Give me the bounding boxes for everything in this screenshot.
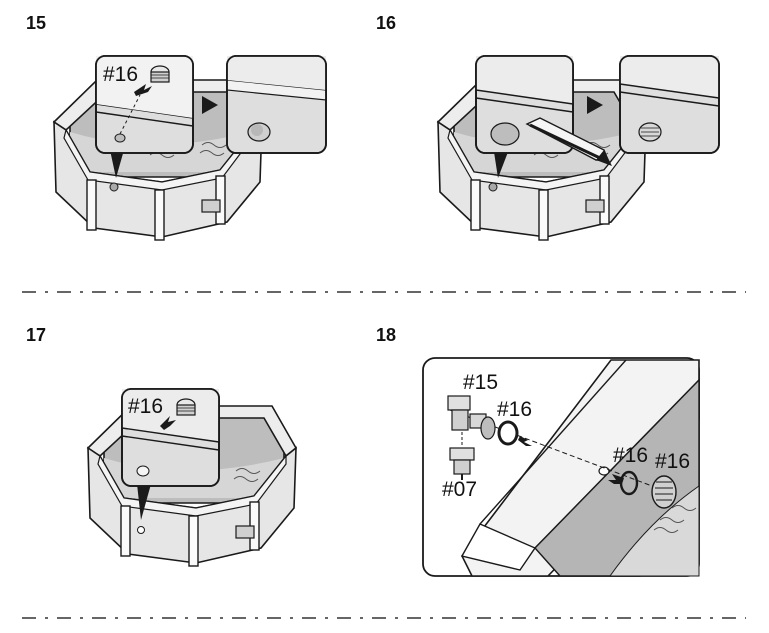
- step-18-number: 18: [376, 325, 397, 345]
- step-15-number: 15: [26, 13, 47, 33]
- step-18-label-inlet: #16: [655, 450, 690, 473]
- step-18-label-valve: #15: [463, 371, 498, 394]
- step-18-label-gasket: #16: [613, 444, 648, 467]
- arrow-icon: [160, 416, 176, 430]
- step-16-result-callout: [619, 55, 720, 154]
- step-16-diagram: [437, 55, 720, 241]
- hose-fitting-icon: [449, 447, 475, 480]
- step-18-label-fitting: #07: [442, 478, 477, 501]
- plug-icon: [176, 398, 196, 416]
- plug-icon: [150, 65, 170, 83]
- inlet-fitting-icon: [651, 475, 677, 509]
- arrow-icon: [518, 436, 532, 446]
- step-16-number: 16: [376, 13, 397, 33]
- step-17-diagram: #16: [87, 388, 297, 567]
- valve-icon: [447, 395, 496, 440]
- next-arrow-icon: [202, 96, 218, 114]
- next-arrow-icon: [587, 96, 603, 114]
- step-17-number: 17: [26, 325, 47, 345]
- step-15-diagram: #16: [53, 55, 327, 241]
- step-17-part-label: #16: [128, 395, 163, 418]
- step-15-part-label: #16: [103, 63, 138, 86]
- arrow-icon: [134, 84, 152, 96]
- arrow-icon: [608, 474, 624, 484]
- step-15-result-callout: [226, 55, 327, 154]
- utility-knife-icon: [525, 117, 612, 166]
- step-18-diagram: #15 #16 #07 #16 #16: [422, 357, 700, 577]
- step-18-label-nut: #16: [497, 398, 532, 421]
